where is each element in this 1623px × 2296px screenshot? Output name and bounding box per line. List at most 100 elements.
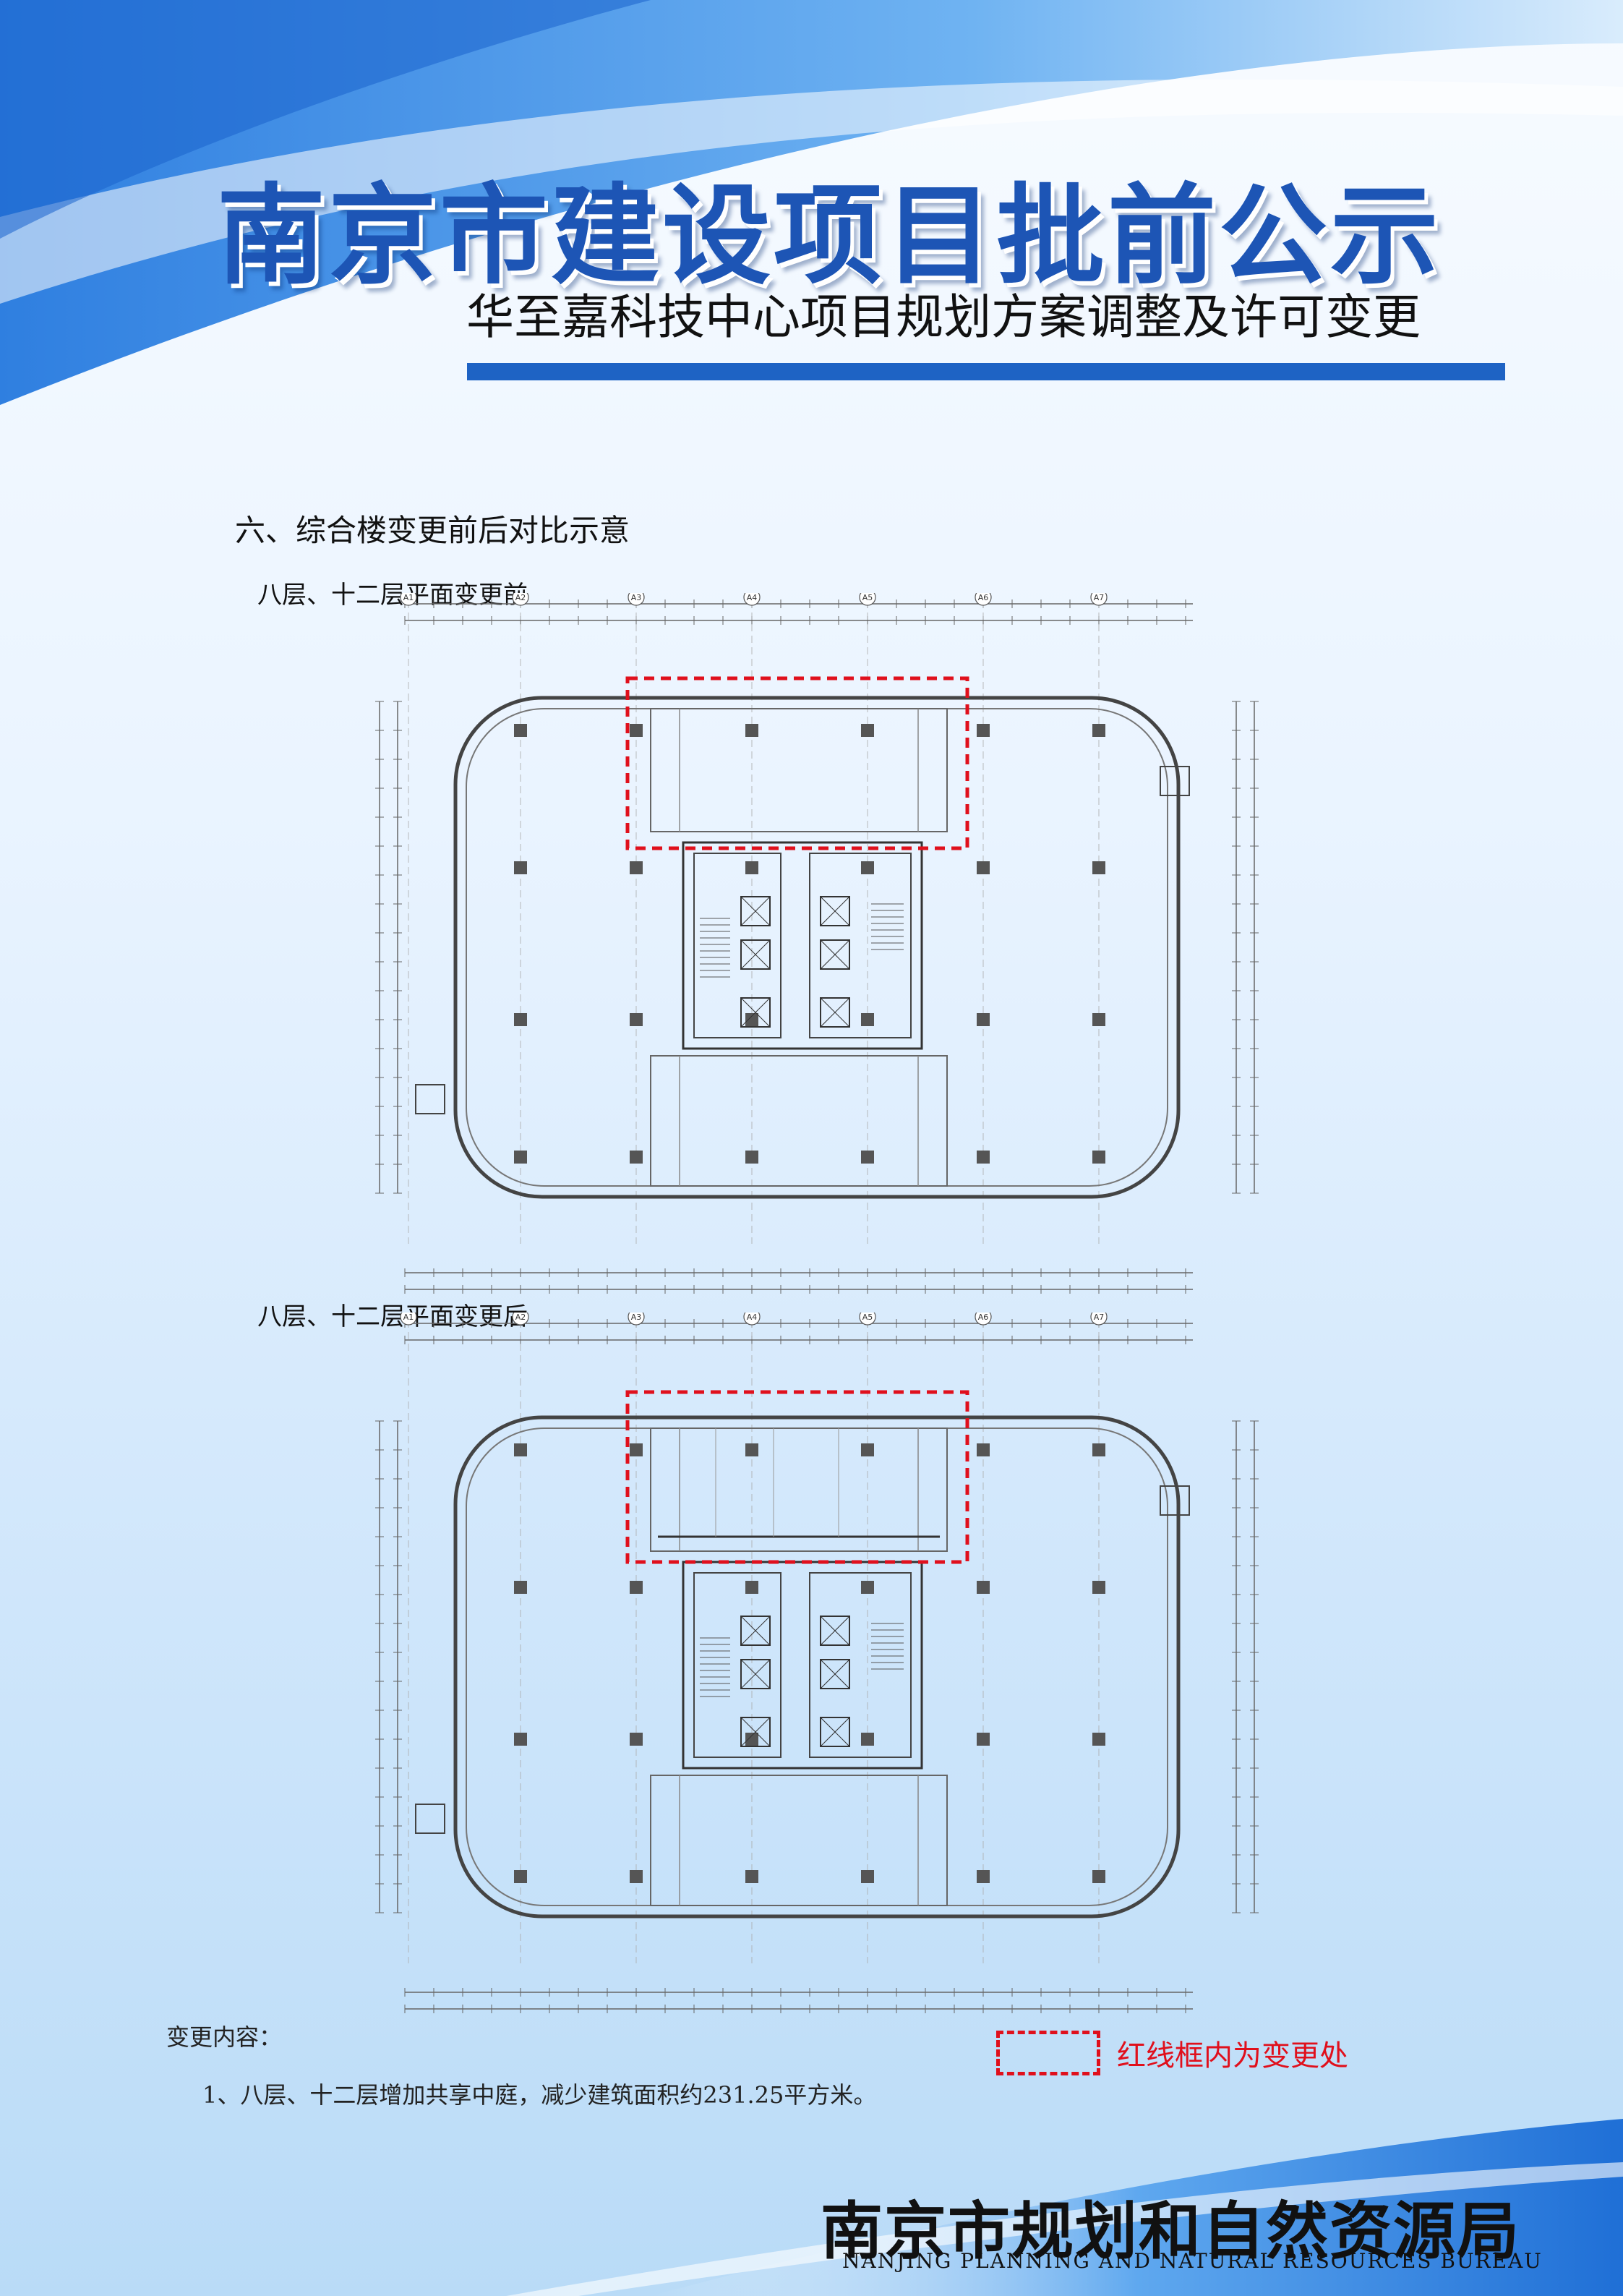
grid-axis-bubble <box>628 1313 645 1326</box>
plan-label-after: 八层、十二层平面变更后 <box>257 1302 528 1331</box>
structural-column <box>630 1870 643 1883</box>
grid-axis-label: A3 <box>631 593 642 602</box>
grid-axis-label: A5 <box>862 1313 873 1322</box>
structural-column <box>1092 861 1105 874</box>
structural-column <box>514 1013 527 1026</box>
structural-column <box>514 1443 527 1456</box>
grid-axis-label: A6 <box>978 1313 989 1322</box>
structural-column <box>630 1013 643 1026</box>
change-item: 1、八层、十二层增加共享中庭，减少建筑面积约231.25平方米。 <box>202 2081 877 2109</box>
agency-name-en: NANJING PLANNING AND NATURAL RESOURCES B… <box>842 2249 1543 2273</box>
grid-axis-bubble <box>628 593 645 606</box>
elevator-cross <box>820 939 850 970</box>
structural-column <box>630 1443 643 1456</box>
grid-axis-bubble <box>400 593 417 606</box>
structural-column <box>977 1013 990 1026</box>
grid-axis-bubble <box>743 593 761 606</box>
building-core <box>682 1561 923 1770</box>
plan-label-before: 八层、十二层平面变更前 <box>257 581 528 610</box>
top-zone-outline <box>650 1427 948 1552</box>
structural-column <box>514 724 527 737</box>
project-subtitle: 华至嘉科技中心项目规划方案调整及许可变更 <box>466 289 1421 345</box>
elevator-shaft <box>740 1616 771 1646</box>
structural-column <box>1092 724 1105 737</box>
building-inner-outline <box>466 708 1168 1187</box>
elevator-shaft <box>820 896 850 926</box>
structural-column <box>861 1013 874 1026</box>
bottom-zone-outline <box>650 1055 948 1187</box>
core-left-block <box>693 1572 781 1758</box>
building-outline <box>453 696 1181 1199</box>
structural-column <box>977 724 990 737</box>
structural-column <box>514 1581 527 1594</box>
grid-axis-bubble <box>975 1313 992 1326</box>
structural-column <box>514 1870 527 1883</box>
elevator-cross <box>740 939 771 970</box>
structural-column <box>861 1581 874 1594</box>
grid-axis-bubble <box>975 593 992 606</box>
structural-column <box>745 1013 758 1026</box>
corner-stair <box>1160 1485 1190 1516</box>
elevator-cross <box>740 1616 771 1646</box>
structural-column <box>1092 1151 1105 1164</box>
subtitle-underline-bar <box>467 363 1505 380</box>
structural-column <box>745 1151 758 1164</box>
top-zone-outline <box>650 708 948 832</box>
structural-column <box>514 1151 527 1164</box>
elevator-shaft <box>740 939 771 970</box>
core-left-block <box>693 853 781 1038</box>
change-highlight-box <box>625 676 969 850</box>
grid-axis-label: A2 <box>515 593 526 602</box>
corner-stair <box>415 1804 445 1834</box>
structural-column <box>630 1733 643 1746</box>
bottom-zone-outline <box>650 1775 948 1906</box>
grid-axis-bubble <box>512 593 529 606</box>
structural-column <box>1092 1013 1105 1026</box>
structural-column <box>630 1151 643 1164</box>
change-highlight-box <box>625 1390 969 1564</box>
corner-stair <box>415 1084 445 1114</box>
grid-axis-label: A6 <box>978 593 989 602</box>
structural-column <box>745 861 758 874</box>
grid-axis-bubble <box>743 1313 761 1326</box>
structural-column <box>977 1581 990 1594</box>
elevator-cross <box>820 896 850 926</box>
structural-column <box>745 1733 758 1746</box>
elevator-shaft <box>740 1717 771 1747</box>
structural-column <box>745 1870 758 1883</box>
grid-axis-label: A7 <box>1094 1313 1105 1322</box>
structural-column <box>745 1443 758 1456</box>
elevator-cross <box>740 1717 771 1747</box>
grid-axis-label: A4 <box>747 593 758 602</box>
elevator-cross <box>820 1616 850 1646</box>
structural-column <box>745 1581 758 1594</box>
elevator-shaft <box>740 1659 771 1689</box>
elevator-shaft <box>820 1717 850 1747</box>
structural-column <box>977 1733 990 1746</box>
elevator-shaft <box>820 939 850 970</box>
section-heading: 六、综合楼变更前后对比示意 <box>235 513 630 548</box>
structural-column <box>1092 1733 1105 1746</box>
grid-axis-bubble <box>400 1313 417 1326</box>
building-inner-outline <box>466 1427 1168 1906</box>
grid-axis-bubble <box>859 1313 876 1326</box>
elevator-cross <box>740 896 771 926</box>
grid-axis-bubble <box>1090 1313 1108 1326</box>
grid-axis-label: A1 <box>403 1313 414 1322</box>
structural-column <box>977 1151 990 1164</box>
structural-column <box>1092 1443 1105 1456</box>
structural-column <box>514 861 527 874</box>
elevator-shaft <box>820 1616 850 1646</box>
structural-column <box>1092 1870 1105 1883</box>
structural-column <box>861 1151 874 1164</box>
elevator-shaft <box>820 997 850 1028</box>
structural-column <box>977 1870 990 1883</box>
structural-column <box>977 1443 990 1456</box>
grid-axis-label: A2 <box>515 1313 526 1322</box>
elevator-shaft <box>820 1659 850 1689</box>
elevator-cross <box>740 997 771 1028</box>
grid-axis-bubble <box>1090 593 1108 606</box>
elevator-cross <box>820 1659 850 1689</box>
structural-column <box>861 1443 874 1456</box>
